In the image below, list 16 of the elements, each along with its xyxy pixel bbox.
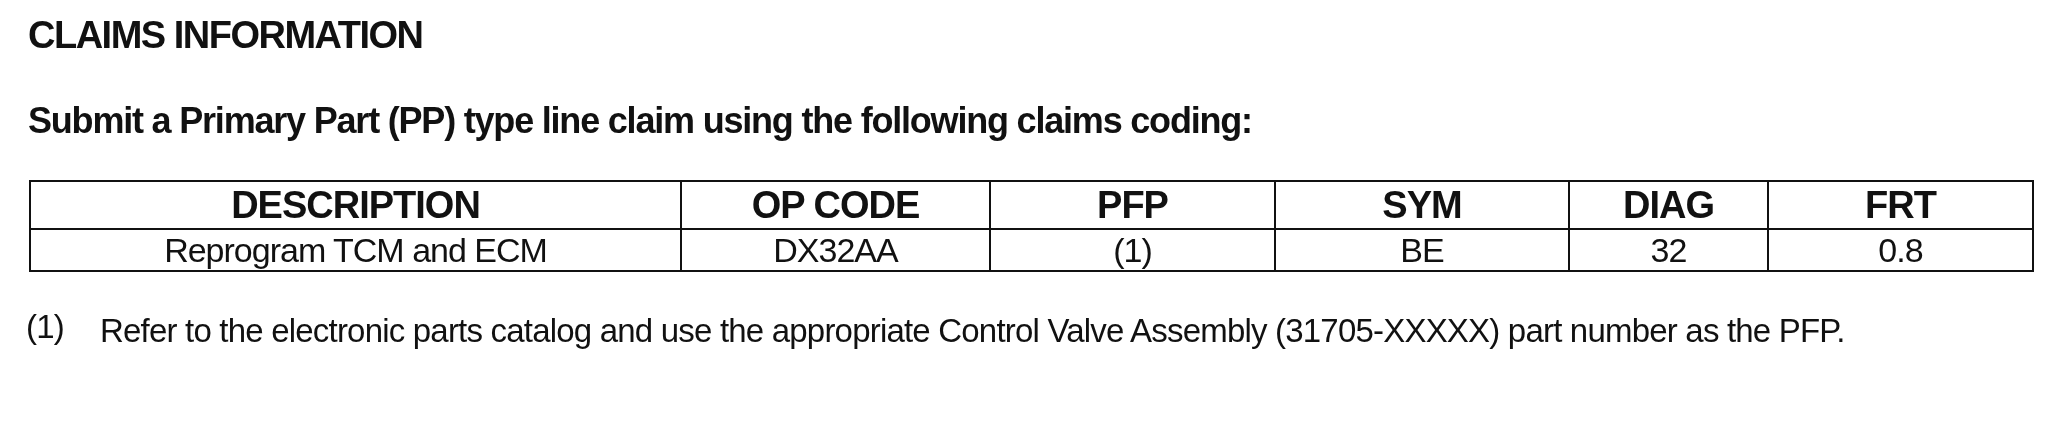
table-cell: BE: [1275, 229, 1569, 271]
column-header: OP CODE: [681, 181, 990, 229]
table-cell: 32: [1569, 229, 1768, 271]
table-cell: DX32AA: [681, 229, 990, 271]
column-header: DESCRIPTION: [30, 181, 681, 229]
instruction-text: Submit a Primary Part (PP) type line claim using the following claims coding:: [28, 100, 1252, 142]
table-cell: 0.8: [1768, 229, 2033, 271]
table-cell: Reprogram TCM and ECM: [30, 229, 681, 271]
footnote-text: Refer to the electronic parts catalog and use the appropriate Control Valve Assembly (31705-XXXXX) part number as the PFP.: [100, 311, 1846, 351]
column-header: SYM: [1275, 181, 1569, 229]
section-heading: CLAIMS INFORMATION: [28, 14, 423, 57]
column-header: DIAG: [1569, 181, 1768, 229]
table-cell: (1): [990, 229, 1275, 271]
column-header: FRT: [1768, 181, 2033, 229]
column-header: PFP: [990, 181, 1275, 229]
footnote-marker: (1): [26, 308, 64, 346]
